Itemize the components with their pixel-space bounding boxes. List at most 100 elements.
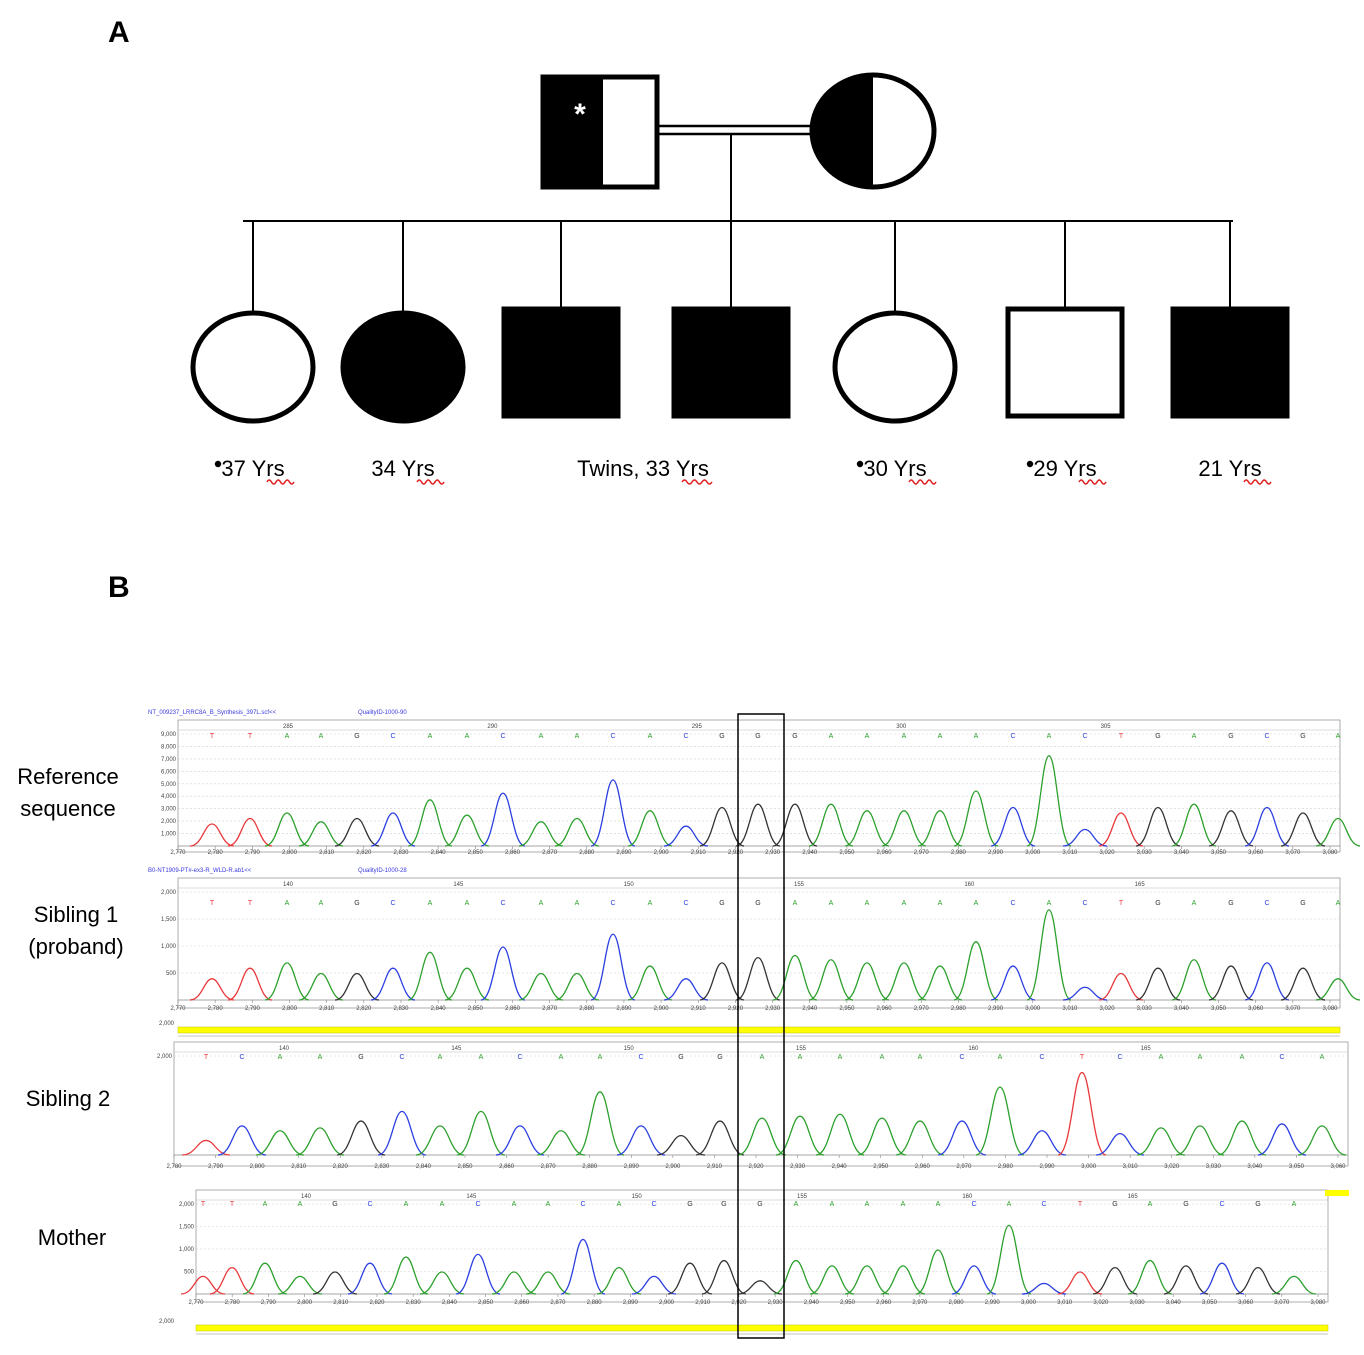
affected-male-symbol <box>501 306 621 419</box>
trace-peak <box>456 1110 506 1156</box>
base-call: G <box>1155 900 1160 907</box>
trace-peak <box>370 967 416 1001</box>
x-tick-label: 2,790 <box>261 1300 277 1306</box>
x-tick-label: 2,980 <box>998 1164 1014 1170</box>
trace-peak <box>881 962 927 1001</box>
trace-peak <box>1062 828 1108 847</box>
base-call: G <box>678 1054 683 1061</box>
trace-peak <box>377 1110 427 1156</box>
base-call: A <box>865 733 870 740</box>
trace-peak <box>295 1127 345 1156</box>
x-tick-label: 2,960 <box>877 1006 893 1012</box>
base-call: A <box>938 733 943 740</box>
trace-peak <box>1057 1271 1103 1295</box>
quality-bar-tick: 2,000 <box>159 1319 175 1325</box>
trace-peak <box>444 814 490 847</box>
base-call: C <box>500 733 505 740</box>
trace-quality: QualityID-1000-90 <box>358 710 407 716</box>
unaffected-male-symbol <box>1005 306 1125 419</box>
trace-peak <box>953 790 999 847</box>
trace-peak <box>695 1120 745 1156</box>
trace-peak <box>844 1265 890 1295</box>
base-call: A <box>617 1201 622 1208</box>
base-call: C <box>1041 1201 1046 1208</box>
y-tick-label: 7,000 <box>161 757 177 763</box>
twins-age-label: Twins, 33 Yrs <box>577 456 709 481</box>
unaffected-female-symbol <box>832 310 958 424</box>
base-position-label: 155 <box>797 1194 808 1200</box>
trace-peak <box>1135 806 1181 847</box>
x-tick-label: 2,950 <box>839 850 855 856</box>
base-call: A <box>598 1054 603 1061</box>
y-tick-label: 2,000 <box>161 890 177 896</box>
x-tick-label: 2,850 <box>468 850 484 856</box>
base-position-label: 290 <box>487 724 498 730</box>
trace-peak <box>334 972 380 1001</box>
base-call: C <box>1010 900 1015 907</box>
x-tick-label: 2,990 <box>985 1300 1001 1306</box>
x-tick-label: 2,820 <box>369 1300 385 1306</box>
y-tick-label: 1,500 <box>161 917 177 923</box>
trace-peak <box>895 1120 945 1156</box>
trace-peak <box>554 817 600 847</box>
base-call: A <box>938 900 943 907</box>
trace-peak <box>880 1265 926 1295</box>
x-tick-label: 2,910 <box>691 1006 707 1012</box>
trace-peak <box>1244 962 1290 1001</box>
base-call: A <box>901 1201 906 1208</box>
trace-peak <box>560 1238 606 1295</box>
base-call: T <box>204 1054 209 1061</box>
base-position-label: 145 <box>451 1046 462 1052</box>
panel-b-label: B <box>108 571 130 604</box>
panel-a-label: A <box>108 16 130 49</box>
base-call: C <box>610 900 615 907</box>
trace-peak <box>917 965 963 1001</box>
trace-peak <box>590 779 636 847</box>
trace-peak <box>773 1259 819 1295</box>
base-call: G <box>755 900 760 907</box>
base-call: G <box>358 1054 363 1061</box>
base-call: G <box>719 900 724 907</box>
trace-peak <box>627 810 673 847</box>
trace-peak <box>975 1086 1025 1156</box>
trace-peak <box>590 933 636 1001</box>
x-tick-label: 3,020 <box>1100 1006 1116 1012</box>
base-position-label: 140 <box>283 882 294 888</box>
base-call: C <box>638 1054 643 1061</box>
x-tick-label: 3,020 <box>1164 1164 1180 1170</box>
x-tick-label: 3,070 <box>1274 1300 1290 1306</box>
base-call: A <box>465 900 470 907</box>
x-tick-label: 2,900 <box>654 850 670 856</box>
base-call: A <box>902 733 907 740</box>
x-tick-label: 3,030 <box>1130 1300 1146 1306</box>
sequencing-chromatograms: ReferencesequenceNT_009237_LRRC8A_B_Synt… <box>17 710 1361 1335</box>
x-tick-label: 2,780 <box>225 1300 241 1306</box>
base-position-label: 155 <box>794 882 805 888</box>
x-tick-label: 2,970 <box>914 850 930 856</box>
base-call: A <box>880 1054 885 1061</box>
spellcheck-underline <box>1078 479 1107 485</box>
trace-peak <box>1257 1123 1307 1156</box>
base-call: A <box>318 1054 323 1061</box>
trace-peak <box>735 956 781 1001</box>
trace-peak <box>1280 812 1326 847</box>
x-tick-label: 2,920 <box>731 1300 747 1306</box>
base-call: C <box>1264 733 1269 740</box>
x-tick-label: 3,040 <box>1174 850 1190 856</box>
trace-peak <box>1175 1125 1225 1156</box>
trace-peak <box>808 803 854 847</box>
base-call: C <box>390 900 395 907</box>
trace-peak <box>312 1271 358 1295</box>
x-tick-label: 3,030 <box>1206 1164 1222 1170</box>
x-tick-label: 2,930 <box>790 1164 806 1170</box>
x-tick-label: 2,870 <box>542 850 558 856</box>
base-call: G <box>687 1201 692 1208</box>
base-call: G <box>1155 733 1160 740</box>
x-tick-label: 2,890 <box>616 1006 632 1012</box>
base-call: G <box>719 733 724 740</box>
x-tick-label: 2,980 <box>949 1300 965 1306</box>
base-call: C <box>580 1201 585 1208</box>
base-call: A <box>1047 733 1052 740</box>
